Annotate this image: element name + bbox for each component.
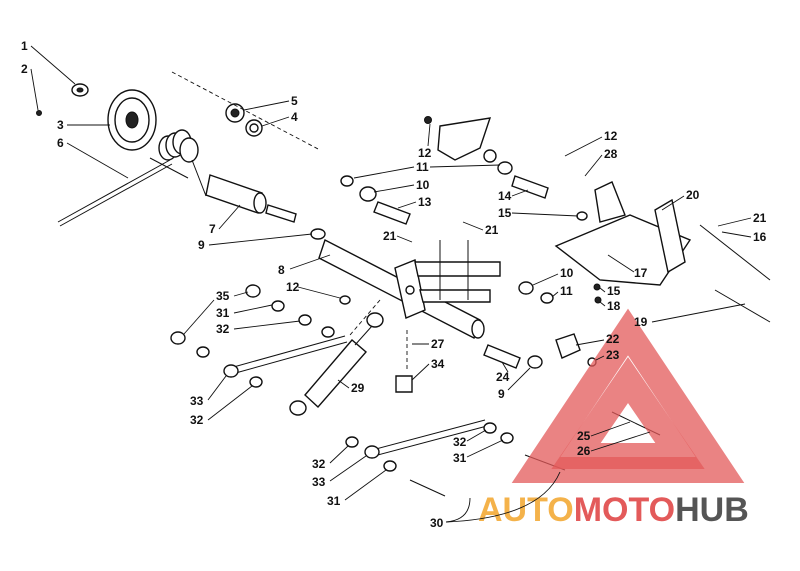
watermark-text: AUTOMOTOHUB bbox=[478, 491, 749, 529]
callout-label: 17 bbox=[634, 266, 648, 280]
callout-label: 10 bbox=[560, 266, 574, 280]
callout-label: 15 bbox=[607, 284, 621, 298]
callout-label: 32 bbox=[190, 413, 204, 427]
callout-label: 4 bbox=[291, 110, 298, 124]
watermark-part-hub: HUB bbox=[675, 491, 749, 529]
callout-label: 34 bbox=[431, 357, 445, 371]
callout-label: 2 bbox=[21, 62, 28, 76]
parts-drawing bbox=[36, 71, 771, 497]
callout-label: 7 bbox=[209, 222, 216, 236]
callout-label: 19 bbox=[634, 315, 648, 329]
callout-label: 28 bbox=[604, 147, 618, 161]
callout-layer: 1 2 3 4 5 6 7 8 9 9 10 10 11 bbox=[21, 39, 767, 530]
callout-label: 32 bbox=[216, 322, 230, 336]
callout-label: 5 bbox=[291, 94, 298, 108]
callout-label: 24 bbox=[496, 370, 510, 384]
a-arm-frame bbox=[394, 240, 501, 319]
callout-label: 21 bbox=[383, 229, 397, 243]
callout-label: 23 bbox=[606, 348, 620, 362]
callout-label: 25 bbox=[577, 429, 591, 443]
callout-label: 14 bbox=[498, 189, 512, 203]
callout-label: 20 bbox=[686, 188, 700, 202]
callout-label: 27 bbox=[431, 337, 445, 351]
callout-label: 21 bbox=[485, 223, 499, 237]
callout-label: 12 bbox=[418, 146, 432, 160]
callout-label: 10 bbox=[416, 178, 430, 192]
callout-label: 35 bbox=[216, 289, 230, 303]
watermark-part-auto: AUTO bbox=[478, 491, 574, 529]
callout-label: 22 bbox=[606, 332, 620, 346]
callout-label: 31 bbox=[453, 451, 467, 465]
callout-label: 3 bbox=[57, 118, 64, 132]
callout-label: 13 bbox=[418, 195, 432, 209]
callout-label: 11 bbox=[416, 160, 429, 174]
shock-absorber bbox=[289, 312, 384, 416]
callout-label: 12 bbox=[604, 129, 618, 143]
callout-label: 30 bbox=[430, 516, 444, 530]
callout-label: 26 bbox=[577, 444, 591, 458]
callout-label: 21 bbox=[753, 211, 767, 225]
callout-label: 9 bbox=[198, 238, 205, 252]
callout-label: 12 bbox=[286, 280, 300, 294]
callout-label: 16 bbox=[753, 230, 767, 244]
callout-label: 29 bbox=[351, 381, 365, 395]
callout-label: 15 bbox=[498, 206, 512, 220]
callout-label: 1 bbox=[21, 39, 28, 53]
callout-label: 31 bbox=[327, 494, 341, 508]
callout-label: 33 bbox=[190, 394, 204, 408]
callout-label: 31 bbox=[216, 306, 230, 320]
callout-label: 32 bbox=[453, 435, 467, 449]
callout-label: 33 bbox=[312, 475, 326, 489]
callout-label: 32 bbox=[312, 457, 326, 471]
callout-label: 11 bbox=[560, 284, 573, 298]
callout-label: 9 bbox=[498, 387, 505, 401]
watermark-logo: AUTOMOTOHUB bbox=[478, 308, 749, 529]
callout-label: 8 bbox=[278, 263, 285, 277]
callout-label: 18 bbox=[607, 299, 621, 313]
watermark-part-moto: MOTO bbox=[574, 491, 675, 529]
torsion-spring bbox=[149, 129, 207, 197]
callout-label: 6 bbox=[57, 136, 64, 150]
